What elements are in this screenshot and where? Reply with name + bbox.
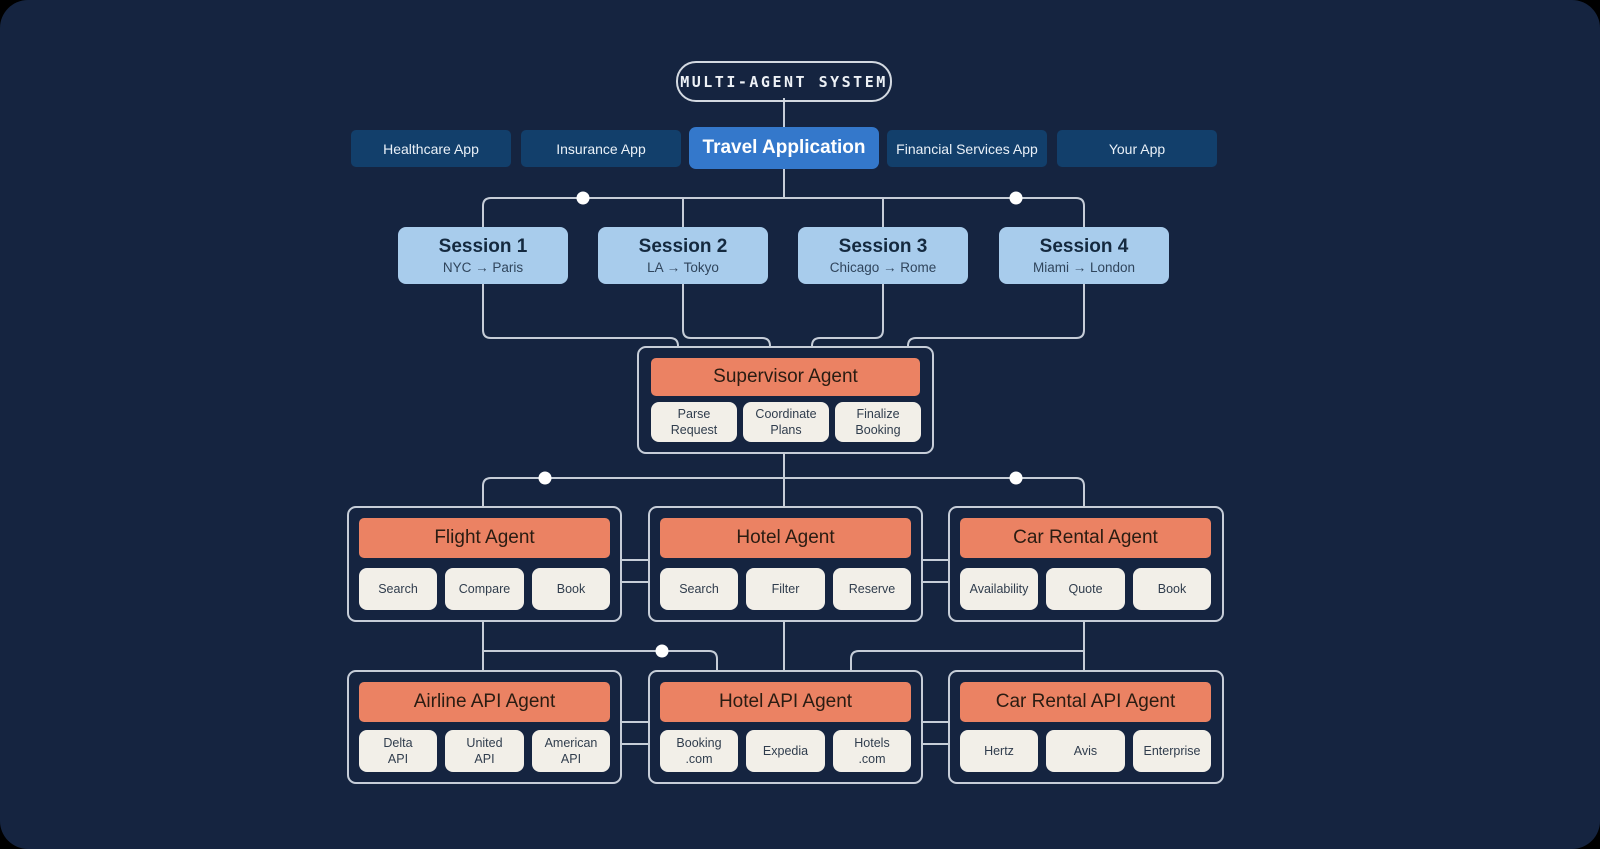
app-tab-financial-services[interactable]: Financial Services App bbox=[887, 130, 1047, 167]
hotel-task-filter: Filter bbox=[746, 568, 825, 610]
airline-api-header: Airline API Agent bbox=[359, 682, 610, 722]
connector-dot bbox=[576, 191, 590, 205]
api-panel-hotel: Hotel API Agent Booking .com Expedia Hot… bbox=[648, 670, 923, 784]
api-task-american: American API bbox=[532, 730, 610, 772]
api-task-expedia: Expedia bbox=[746, 730, 825, 772]
api-panel-airline: Airline API Agent Delta API United API A… bbox=[347, 670, 622, 784]
session-title: Session 2 bbox=[638, 236, 728, 257]
hotel-agent-header: Hotel Agent bbox=[660, 518, 911, 558]
connector bbox=[482, 197, 1085, 227]
api-task-booking-com: Booking .com bbox=[660, 730, 738, 772]
supervisor-task-coordinate-plans: Coordinate Plans bbox=[743, 402, 829, 442]
connector bbox=[482, 284, 679, 347]
supervisor-task-finalize-booking: Finalize Booking bbox=[835, 402, 921, 442]
car-task-book: Book bbox=[1133, 568, 1211, 610]
session-card-1: Session 1 NYC → Paris bbox=[398, 227, 568, 284]
connector bbox=[482, 477, 1085, 506]
connector bbox=[811, 284, 884, 347]
connector-dot bbox=[1009, 471, 1023, 485]
connector-dot bbox=[538, 471, 552, 485]
connector bbox=[682, 284, 771, 347]
car-task-availability: Availability bbox=[960, 568, 1038, 610]
api-task-hotels-com: Hotels .com bbox=[833, 730, 911, 772]
app-tab-healthcare[interactable]: Healthcare App bbox=[351, 130, 511, 167]
supervisor-task-parse-request: Parse Request bbox=[651, 402, 737, 442]
agent-panel-car-rental: Car Rental Agent Availability Quote Book bbox=[948, 506, 1224, 622]
session-card-3: Session 3 Chicago → Rome bbox=[798, 227, 968, 284]
connector-dot bbox=[1009, 191, 1023, 205]
agent-panel-hotel: Hotel Agent Search Filter Reserve bbox=[648, 506, 923, 622]
hotel-api-header: Hotel API Agent bbox=[660, 682, 911, 722]
supervisor-header: Supervisor Agent bbox=[651, 358, 920, 396]
app-tab-travel[interactable]: Travel Application bbox=[689, 127, 879, 169]
session-route: NYC → Paris bbox=[442, 260, 524, 275]
api-task-delta: Delta API bbox=[359, 730, 437, 772]
flight-task-compare: Compare bbox=[445, 568, 524, 610]
agent-panel-flight: Flight Agent Search Compare Book bbox=[347, 506, 622, 622]
session-title: Session 3 bbox=[838, 236, 928, 257]
connector bbox=[483, 650, 718, 670]
session-card-4: Session 4 Miami → London bbox=[999, 227, 1169, 284]
session-title: Session 4 bbox=[1039, 236, 1129, 257]
app-tab-insurance[interactable]: Insurance App bbox=[521, 130, 681, 167]
car-rental-agent-header: Car Rental Agent bbox=[960, 518, 1211, 558]
session-title: Session 1 bbox=[438, 236, 528, 257]
connector bbox=[907, 284, 1085, 347]
flight-task-search: Search bbox=[359, 568, 437, 610]
connector-dot bbox=[655, 644, 669, 658]
api-task-avis: Avis bbox=[1046, 730, 1125, 772]
car-task-quote: Quote bbox=[1046, 568, 1125, 610]
api-task-united: United API bbox=[445, 730, 524, 772]
system-title: MULTI-AGENT SYSTEM bbox=[676, 61, 892, 102]
session-route: LA → Tokyo bbox=[647, 260, 719, 275]
session-route: Chicago → Rome bbox=[829, 260, 937, 275]
session-card-2: Session 2 LA → Tokyo bbox=[598, 227, 768, 284]
hotel-task-reserve: Reserve bbox=[833, 568, 911, 610]
hotel-task-search: Search bbox=[660, 568, 738, 610]
app-tab-your-app[interactable]: Your App bbox=[1057, 130, 1217, 167]
flight-agent-header: Flight Agent bbox=[359, 518, 610, 558]
car-rental-api-header: Car Rental API Agent bbox=[960, 682, 1211, 722]
connector bbox=[850, 650, 1084, 670]
session-route: Miami → London bbox=[1032, 260, 1136, 275]
api-panel-car-rental: Car Rental API Agent Hertz Avis Enterpri… bbox=[948, 670, 1224, 784]
supervisor-panel: Supervisor Agent Parse Request Coordinat… bbox=[637, 346, 934, 454]
api-task-enterprise: Enterprise bbox=[1133, 730, 1211, 772]
api-task-hertz: Hertz bbox=[960, 730, 1038, 772]
flight-task-book: Book bbox=[532, 568, 610, 610]
